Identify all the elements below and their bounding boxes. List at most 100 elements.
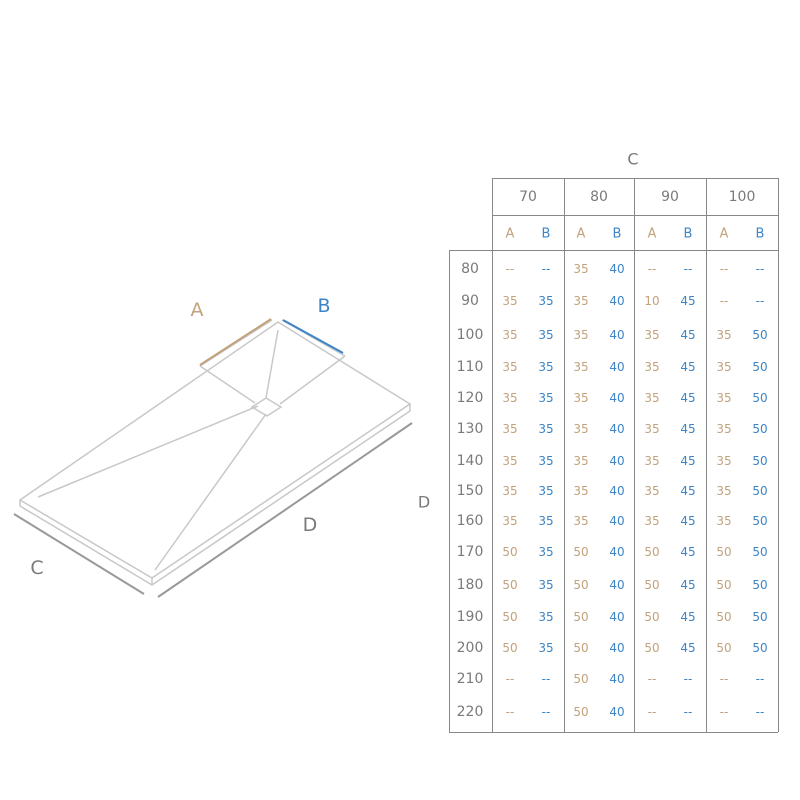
- table-cell: 35: [538, 545, 554, 559]
- table-hline: [492, 178, 778, 179]
- table-cell: 35: [538, 578, 554, 592]
- table-cell: 50: [716, 641, 732, 655]
- table-cell: 50: [716, 578, 732, 592]
- table-vline: [564, 178, 565, 732]
- dimension-c-line: [13, 513, 145, 595]
- row-label: 80: [461, 261, 479, 277]
- table-cell: --: [647, 705, 657, 719]
- row-label: 110: [456, 359, 484, 375]
- table-cell: 35: [538, 391, 554, 405]
- table-cell: 50: [716, 610, 732, 624]
- table-cell: 35: [573, 422, 589, 436]
- sub-header-a: A: [576, 226, 586, 242]
- table-cell: 50: [644, 578, 660, 592]
- dimension-d-line: [157, 422, 413, 598]
- table-cell: --: [505, 672, 515, 686]
- table-cell: 35: [644, 328, 660, 342]
- table-cell: 50: [573, 672, 589, 686]
- table-cell: 35: [644, 391, 660, 405]
- table-cell: --: [647, 262, 657, 276]
- table-cell: --: [755, 705, 765, 719]
- table-cell: 35: [573, 294, 589, 308]
- table-cell: 35: [502, 454, 518, 468]
- table-cell: 35: [573, 454, 589, 468]
- table-cell: --: [541, 672, 551, 686]
- dimension-b-line: [282, 319, 344, 354]
- table-cell: 35: [538, 454, 554, 468]
- table-cell: --: [647, 672, 657, 686]
- table-cell: 40: [609, 360, 625, 374]
- table-cell: 40: [609, 328, 625, 342]
- table-cell: 35: [573, 328, 589, 342]
- table-cell: 35: [538, 294, 554, 308]
- table-cell: 35: [502, 360, 518, 374]
- table-cell: 50: [573, 610, 589, 624]
- table-cell: 50: [573, 545, 589, 559]
- table-cell: --: [755, 672, 765, 686]
- table-vline: [706, 178, 707, 732]
- row-label: 200: [456, 640, 484, 656]
- table-cell: 40: [609, 545, 625, 559]
- table-cell: 40: [609, 705, 625, 719]
- shower-tray-diagram: [13, 318, 413, 598]
- label-c: C: [30, 557, 44, 579]
- table-cell: 50: [752, 422, 768, 436]
- row-label: 140: [456, 453, 484, 469]
- table-cell: 35: [644, 422, 660, 436]
- table-cell: 35: [644, 454, 660, 468]
- table-cell: 35: [538, 328, 554, 342]
- table-cell: 35: [716, 454, 732, 468]
- table-cell: --: [683, 262, 693, 276]
- table-cell: 35: [573, 391, 589, 405]
- table-cell: 35: [538, 422, 554, 436]
- sub-header-b: B: [683, 226, 693, 242]
- table-cell: 35: [573, 360, 589, 374]
- table-cell: 50: [573, 578, 589, 592]
- table-cell: 35: [644, 484, 660, 498]
- row-label: 90: [461, 293, 479, 309]
- table-cell: --: [505, 262, 515, 276]
- sub-header-a: A: [505, 226, 515, 242]
- label-a: A: [190, 299, 204, 321]
- table-cell: 35: [538, 484, 554, 498]
- table-cell: 50: [573, 641, 589, 655]
- table-cell: 45: [680, 391, 696, 405]
- sub-header-a: A: [719, 226, 729, 242]
- table-cell: 35: [502, 422, 518, 436]
- table-cell: 35: [538, 641, 554, 655]
- table-cell: 45: [680, 514, 696, 528]
- column-header-100: 100: [728, 189, 756, 205]
- sub-header-b: B: [755, 226, 765, 242]
- table-cell: --: [755, 262, 765, 276]
- table-cell: 50: [502, 641, 518, 655]
- table-cell: 50: [752, 391, 768, 405]
- table-cell: 50: [752, 360, 768, 374]
- table-cell: 40: [609, 262, 625, 276]
- row-label: 190: [456, 609, 484, 625]
- table-cell: 10: [644, 294, 660, 308]
- table-cell: 50: [752, 545, 768, 559]
- table-cell: 50: [716, 545, 732, 559]
- table-cell: 35: [502, 391, 518, 405]
- table-cell: 45: [680, 545, 696, 559]
- table-cell: --: [719, 294, 729, 308]
- table-hline: [449, 250, 778, 251]
- table-cell: --: [683, 672, 693, 686]
- table-cell: 40: [609, 672, 625, 686]
- table-side-label: D: [417, 492, 431, 512]
- row-label: 210: [456, 671, 484, 687]
- table-cell: 45: [680, 484, 696, 498]
- table-cell: 45: [680, 641, 696, 655]
- table-cell: --: [505, 705, 515, 719]
- table-cell: 50: [644, 641, 660, 655]
- table-cell: 40: [609, 610, 625, 624]
- table-cell: --: [719, 672, 729, 686]
- table-cell: 50: [752, 484, 768, 498]
- table-cell: 35: [716, 514, 732, 528]
- table-title: C: [627, 149, 639, 169]
- table-cell: 50: [644, 545, 660, 559]
- table-cell: 40: [609, 391, 625, 405]
- table-cell: 45: [680, 610, 696, 624]
- row-label: 180: [456, 577, 484, 593]
- column-header-70: 70: [519, 189, 537, 205]
